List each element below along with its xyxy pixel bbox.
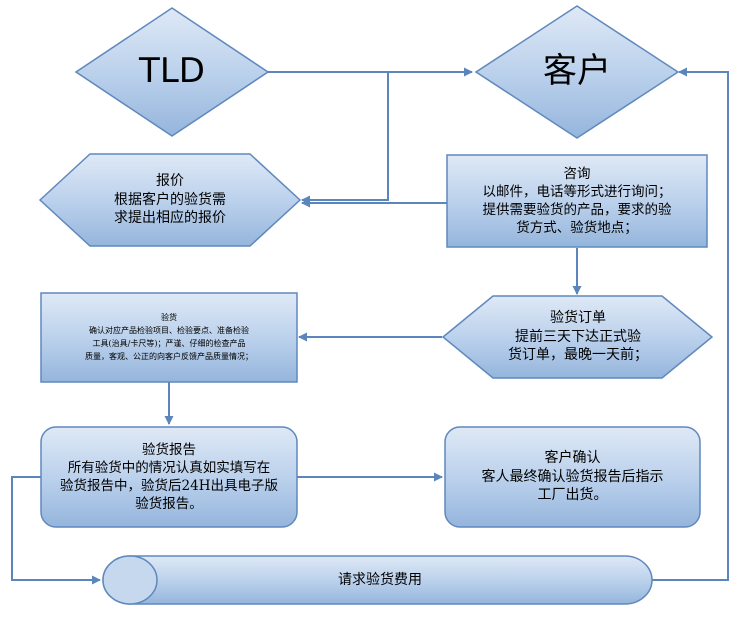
inquiry-label: 咨询 以邮件，电话等形式进行询问； 提供需要验货的产品，要求的验 货方式、验货地… (450, 158, 704, 244)
tld-text: TLD (139, 51, 205, 92)
inspection-label: 验货 确认对应产品检验项目、检验要点、准备检验 工具(治具/卡尺等)；严谨、仔细… (43, 296, 295, 380)
confirm-line: 工厂出货。 (537, 487, 608, 504)
quote-shape (38, 153, 302, 247)
inspection-line: 工具(治具/卡尺等)；严谨、仔细的检查产品 (92, 339, 246, 348)
inquiry-line: 提供需要验货的产品，要求的验 (482, 202, 672, 218)
confirm-label: 客户确认 客人最终确认验货报告后指示 工厂出货。 (447, 430, 698, 524)
report-line: 验货报告中，验货后24H出具电子版 (60, 478, 278, 494)
report-title: 验货报告 (142, 441, 196, 458)
fee-text: 请求验货费用 (338, 571, 422, 588)
order-title: 验货订单 (550, 309, 606, 326)
inquiry-line: 以邮件，电话等形式进行询问； (482, 183, 672, 200)
quote-title: 报价 (156, 172, 184, 189)
order-line: 货订单，最晚一天前； (508, 347, 648, 364)
inspection-line: 确认对应产品检验项目、检验要点、准备检验 (89, 326, 249, 336)
inspection-box (40, 292, 298, 383)
report-box (40, 426, 298, 528)
quote-line: 求提出相应的报价 (114, 210, 226, 227)
order-line: 提前三天下达正式验 (515, 328, 641, 345)
tld-diamond (74, 7, 270, 137)
confirm-line: 客人最终确认验货报告后指示 (481, 468, 664, 485)
customer-label: 客户 (517, 48, 637, 96)
tld-label: TLD (112, 48, 232, 96)
inquiry-line: 货方式、验货地点； (516, 220, 638, 237)
order-label: 验货订单 提前三天下达正式验 货订单，最晚一天前； (488, 298, 668, 376)
quote-label: 报价 根据客户的验货需 求提出相应的报价 (80, 158, 260, 242)
report-line: 验货报告。 (135, 496, 203, 513)
report-line: 所有验货中的情况认真如实填写在 (67, 459, 271, 476)
connector-tld-to-quote (301, 72, 389, 205)
inquiry-box (446, 154, 708, 248)
inquiry-title: 咨询 (563, 165, 591, 182)
customer-diamond (474, 5, 680, 139)
inspection-title: 验货 (161, 313, 177, 323)
order-shape (441, 295, 714, 379)
report-label: 验货报告 所有验货中的情况认真如实填写在 验货报告中，验货后24H出具电子版 验… (43, 430, 295, 524)
confirm-title: 客户确认 (544, 449, 601, 466)
confirm-box (444, 426, 701, 528)
inspection-line: 质量，客观、公正的向客户反馈产品质量情况； (85, 351, 253, 361)
fee-cylinder-cap (102, 555, 158, 605)
fee-label: 请求验货费用 (160, 558, 600, 602)
connector-report-to-fee (11, 476, 101, 585)
quote-line: 根据客户的验货需 (114, 191, 226, 208)
customer-text: 客户 (543, 51, 611, 92)
connector-fee-to-customer (652, 67, 729, 581)
